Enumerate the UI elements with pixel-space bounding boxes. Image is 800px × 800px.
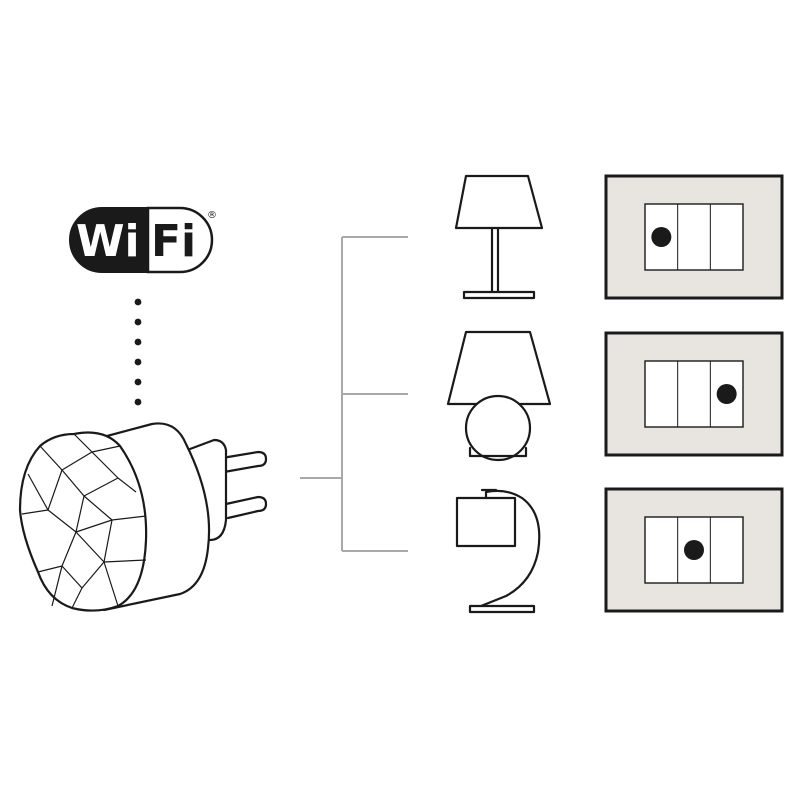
connection-dot <box>134 358 142 366</box>
wifi-logo-dark-half <box>69 207 149 273</box>
switch-plates <box>604 174 784 613</box>
plug-front-face <box>18 431 148 612</box>
wifi-logo-light-half <box>146 206 214 274</box>
wifi-logo: Wi Fi ® <box>69 206 217 274</box>
plug-prong-upper <box>220 450 268 474</box>
connection-dot <box>134 318 142 326</box>
connection-dot <box>134 298 142 306</box>
plug-prong-lower <box>224 495 268 520</box>
connection-dot <box>134 378 142 386</box>
arc-lamp-icon <box>455 488 541 614</box>
wifi-logo-word-left: Wi <box>76 216 140 267</box>
smart-plug-icon <box>18 422 268 612</box>
switch-indicator-dot <box>651 227 672 247</box>
table-lamp-icon <box>446 330 552 462</box>
wifi-logo-word-right: Fi <box>151 216 196 267</box>
switch-indicator-dot <box>716 384 737 404</box>
plug-facets <box>21 433 147 609</box>
connection-dot <box>134 338 142 346</box>
connection-dot <box>134 398 142 406</box>
switch-indicator-dot <box>684 540 704 560</box>
wifi-logo-registered-mark: ® <box>207 210 217 221</box>
branch-connector <box>300 236 408 552</box>
floor-lamp-icon <box>454 174 544 300</box>
wireless-connection-dots <box>134 298 142 406</box>
